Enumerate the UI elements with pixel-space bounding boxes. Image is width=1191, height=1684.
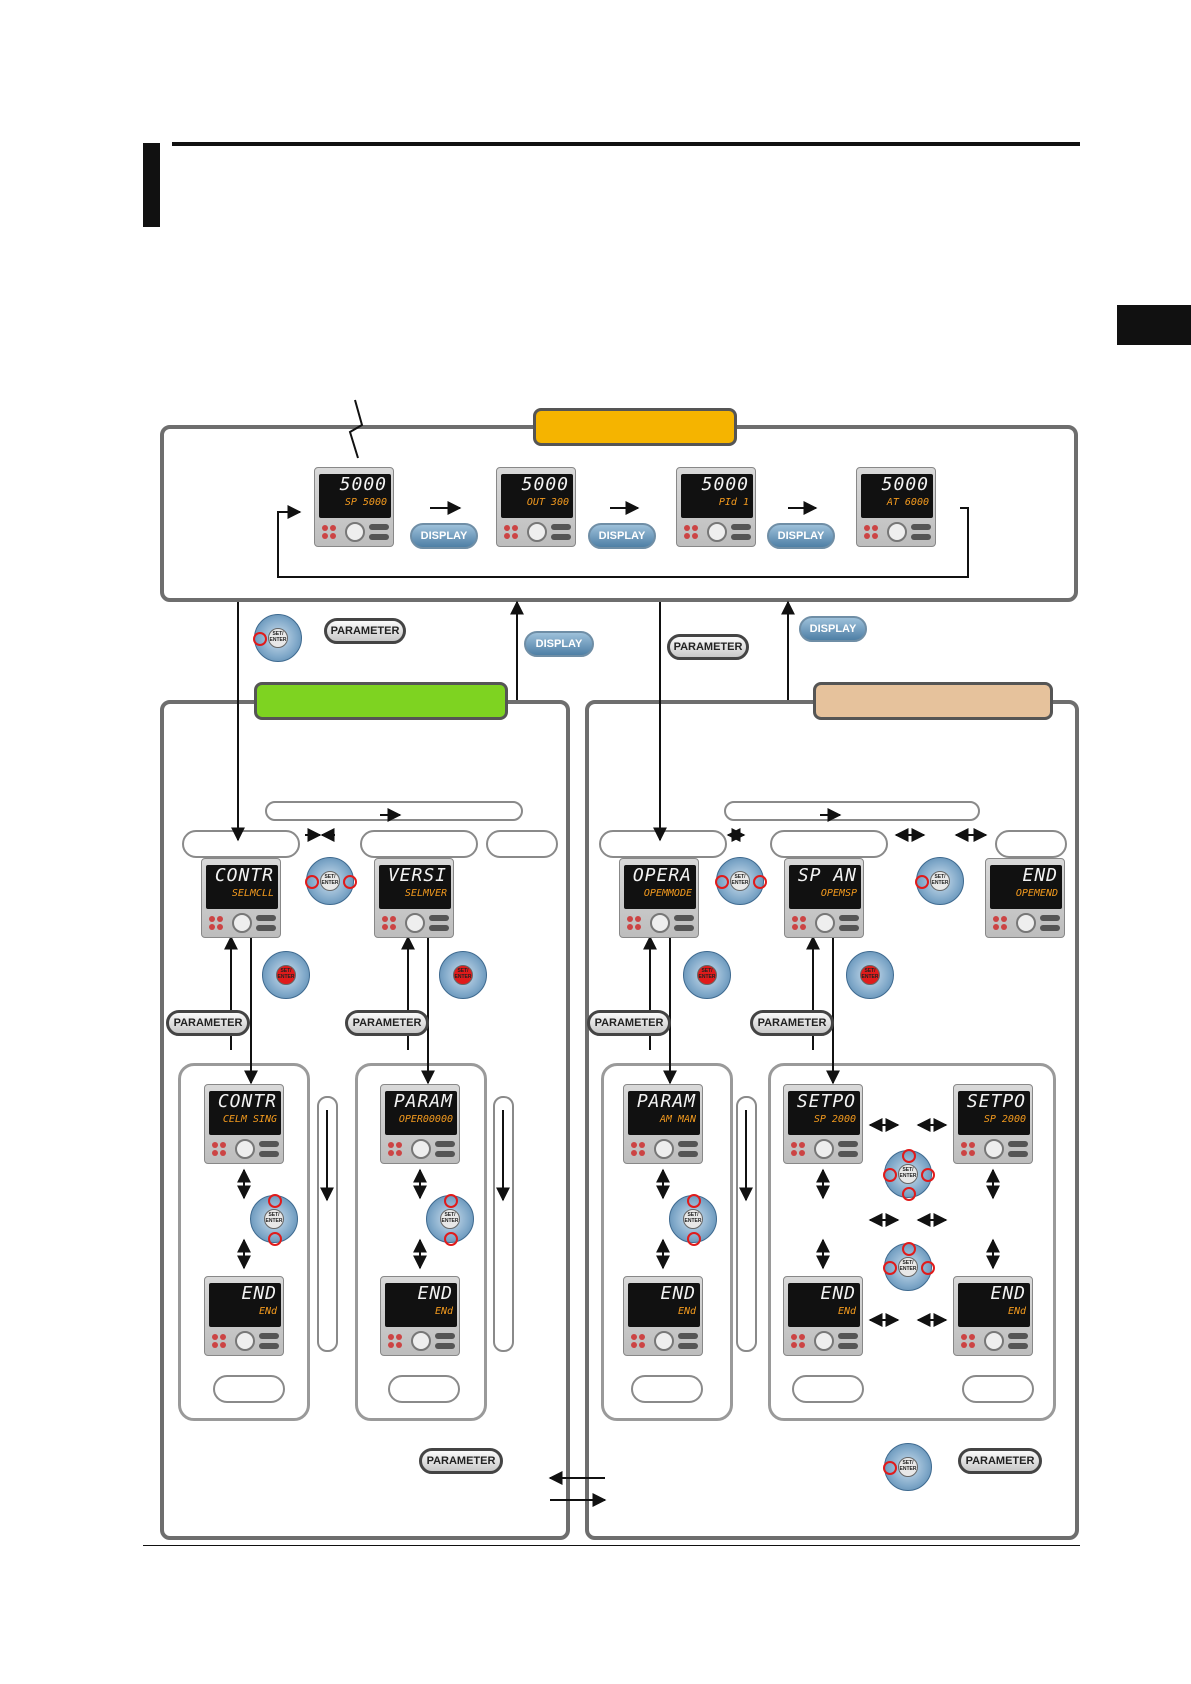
set-enter-key-menu-opera[interactable]: SET/ ENTER: [715, 857, 767, 905]
highlight-ring: [687, 1232, 701, 1246]
set-enter-key-spanout[interactable]: SET/ ENTER: [846, 951, 894, 999]
menu-scroll-bar-right: [724, 801, 980, 821]
parameter-key-bottom-right[interactable]: PARAMETER: [958, 1448, 1042, 1474]
menu-label-versi: [360, 830, 478, 858]
highlight-ring: [902, 1242, 916, 1256]
set-enter-key-group-setpo-2[interactable]: SET/ ENTER: [883, 1242, 935, 1291]
parameter-key-contra[interactable]: PARAMETER: [166, 1010, 250, 1036]
highlight-ring: [921, 1261, 935, 1275]
group-label-versi: [388, 1375, 460, 1403]
param-group-versi: [355, 1063, 487, 1421]
display-key-left-return[interactable]: DISPLAY: [524, 631, 594, 657]
menu-label-span: [770, 830, 888, 858]
highlight-ring: [715, 875, 729, 889]
highlight-ring: [883, 1461, 897, 1475]
display-key-3[interactable]: DISPLAY: [767, 523, 835, 549]
display-key-2[interactable]: DISPLAY: [588, 523, 656, 549]
highlight-ring: [902, 1149, 916, 1163]
highlight-ring: [444, 1232, 458, 1246]
highlight-ring: [444, 1194, 458, 1208]
highlight-ring: [343, 875, 357, 889]
section-heading-marker: [143, 143, 160, 227]
parameter-key-top-left[interactable]: PARAMETER: [324, 618, 406, 644]
menu-label-end-right: [995, 830, 1067, 858]
scroll-indicator-opera: [736, 1096, 757, 1352]
parameter-key-versi[interactable]: PARAMETER: [345, 1010, 429, 1036]
highlight-ring: [268, 1194, 282, 1208]
set-enter-key-contra[interactable]: SET/ ENTER: [262, 951, 310, 999]
set-enter-key-group-setpo-1[interactable]: SET/ ENTER: [883, 1149, 935, 1201]
highlight-ring: [687, 1194, 701, 1208]
parameter-key-bottom-left[interactable]: PARAMETER: [419, 1448, 503, 1474]
set-enter-key-versi[interactable]: SET/ ENTER: [439, 951, 487, 999]
set-enter-key-group-versi[interactable]: SET/ ENTER: [426, 1194, 474, 1246]
footer-rule: [143, 1545, 1080, 1546]
group-label-setpo1: [792, 1375, 864, 1403]
scroll-indicator-versi: [493, 1096, 514, 1352]
parameter-key-opera[interactable]: PARAMETER: [587, 1010, 671, 1036]
highlight-ring: [268, 1232, 282, 1246]
highlight-ring: [902, 1187, 916, 1201]
set-enter-key-group-opera[interactable]: SET/ ENTER: [669, 1194, 717, 1246]
highlight-ring: [883, 1168, 897, 1182]
highlight-ring: [921, 1168, 935, 1182]
set-enter-key-top-left[interactable]: SET/ ENTER: [253, 614, 302, 662]
param-group-contra: [178, 1063, 310, 1421]
right-menu-header: [813, 682, 1053, 720]
set-enter-key-bottom-right[interactable]: SET/ ENTER: [883, 1443, 932, 1491]
display-key-right-return[interactable]: DISPLAY: [799, 616, 867, 642]
menu-label-end-left: [486, 830, 558, 858]
set-enter-key-menu-left[interactable]: SET/ ENTER: [305, 857, 357, 905]
group-label-contra: [213, 1375, 285, 1403]
parameter-key-span[interactable]: PARAMETER: [750, 1010, 834, 1036]
scroll-indicator-contra: [317, 1096, 338, 1352]
param-group-opera: [601, 1063, 733, 1421]
highlight-ring: [883, 1261, 897, 1275]
set-enter-key-group-contra[interactable]: SET/ ENTER: [250, 1194, 298, 1246]
group-label-setpo2: [962, 1375, 1034, 1403]
highlight-ring: [915, 875, 929, 889]
set-enter-key-opera[interactable]: SET/ ENTER: [683, 951, 731, 999]
chapter-tab: [1117, 305, 1191, 345]
group-label-opera: [631, 1375, 703, 1403]
left-menu-header: [254, 682, 508, 720]
set-enter-key-menu-spans[interactable]: SET/ ENTER: [915, 857, 964, 905]
display-key-1[interactable]: DISPLAY: [410, 523, 478, 549]
highlight-ring: [305, 875, 319, 889]
section-heading-rule: [172, 142, 1080, 146]
operation-display-header: [533, 408, 737, 446]
parameter-key-top-right[interactable]: PARAMETER: [667, 634, 749, 660]
highlight-ring: [753, 875, 767, 889]
highlight-ring: [253, 632, 267, 646]
param-group-setpo: [768, 1063, 1056, 1421]
